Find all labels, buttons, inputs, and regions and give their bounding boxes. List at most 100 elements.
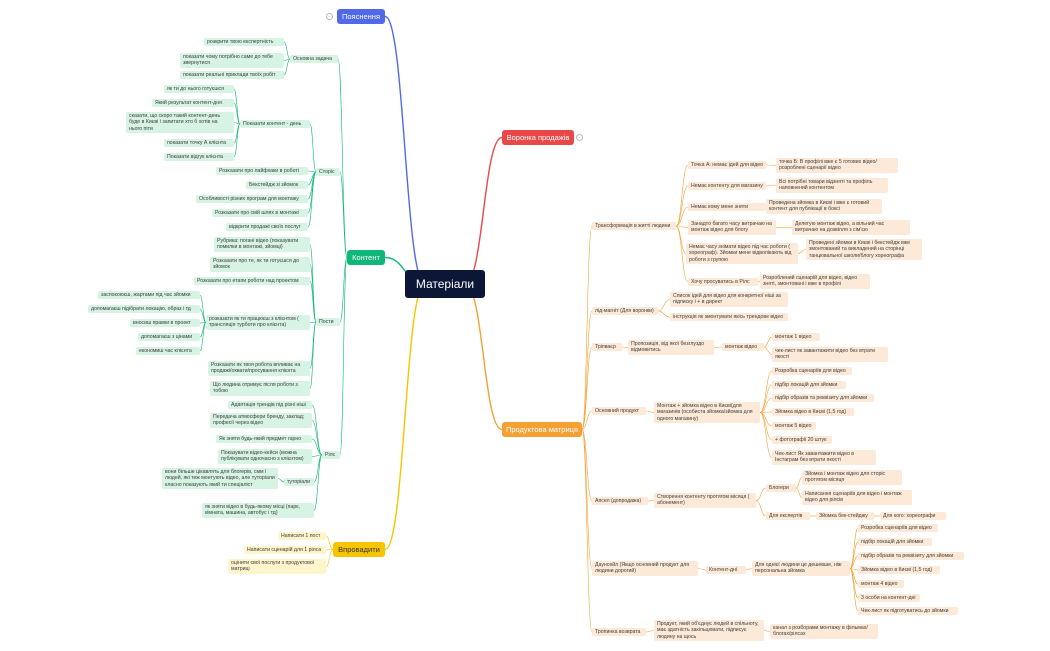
node-pokazaty-den[interactable]: Показати контент - день bbox=[240, 120, 310, 129]
node-lid-2[interactable]: інструкція як змонтувати якісь трендове … bbox=[670, 313, 788, 322]
node-osn-5[interactable]: монтаж 5 відео bbox=[772, 422, 816, 431]
node-osn-4[interactable]: Зйомка відео в Києві (1,5 год) bbox=[772, 408, 854, 417]
node-t5b[interactable]: Проведені зйомки в Києві і бекстейдж вже… bbox=[806, 239, 922, 261]
node-t6a[interactable]: Хочу просуватись в Рілс bbox=[688, 278, 758, 287]
node-stories-5[interactable]: відкрити продажі своїх послуг bbox=[226, 223, 308, 232]
node-rils-5[interactable]: як зняти відео в будь-якому місці (парк,… bbox=[202, 503, 314, 518]
node-daun-1[interactable]: Розробка сценаріїв для відео bbox=[858, 524, 938, 533]
node-den-5[interactable]: Показати відгук клієнта bbox=[164, 153, 234, 162]
node-blogery[interactable]: Блогери bbox=[766, 484, 796, 493]
node-osn-2[interactable]: підбір локацій для зйомки bbox=[772, 381, 846, 390]
central-topic[interactable]: Матеріали bbox=[405, 270, 485, 298]
node-stories[interactable]: Сторіс bbox=[316, 168, 340, 177]
node-osn-3[interactable]: підбір образів та реквізиту для зйомки bbox=[772, 394, 874, 403]
node-t4b[interactable]: Делегую монтаж відео, а вільний час витр… bbox=[792, 220, 910, 235]
node-vpr-3[interactable]: оцінити свої послуги з продуктової матри… bbox=[228, 559, 326, 574]
node-tripwire[interactable]: Тріпваєр bbox=[592, 343, 622, 352]
node-den-4[interactable]: показати точку А клієнта bbox=[164, 139, 234, 148]
node-client-5[interactable]: економиш час клієнта bbox=[136, 347, 200, 356]
node-rils-4[interactable]: Показувати відео-кейси (можна публікуват… bbox=[218, 449, 312, 464]
node-t6b[interactable]: Розроблений сценарій для відео, відео зн… bbox=[760, 274, 870, 289]
node-posty-4[interactable]: Розказати як твоя робота впливає на прод… bbox=[208, 361, 310, 376]
node-vpr-1[interactable]: Написати 1 пост bbox=[278, 532, 326, 541]
node-osnovna-1[interactable]: розкрити твою експертність bbox=[204, 38, 284, 47]
node-daun-4[interactable]: Зйомка відео в Києві (1,5 год) bbox=[858, 566, 940, 575]
node-tutorials-1[interactable]: вони більше цікавлять для блогерів, смм … bbox=[162, 468, 278, 490]
node-trop-end[interactable]: канал з розборами монтажу в фільмах/ бло… bbox=[770, 624, 878, 639]
node-tutorials[interactable]: туторіали bbox=[284, 478, 314, 487]
node-transformatsiya[interactable]: Трансформація в житті людини bbox=[592, 222, 676, 231]
node-t2a[interactable]: Немає контенту для магазину bbox=[688, 182, 766, 191]
branch-matrytsya[interactable]: Продуктова матриця bbox=[502, 422, 582, 437]
node-osn-7[interactable]: Чек-лист Як завантажити відео в Інстагра… bbox=[772, 450, 876, 465]
node-stories-1[interactable]: Розказати про лайфхаки в роботі bbox=[216, 167, 308, 176]
node-osnovna-3[interactable]: показати реальні приклади твоїх робіт bbox=[180, 71, 284, 80]
node-daun-7[interactable]: Чек-лист як підготуватись до зйомки bbox=[858, 607, 958, 616]
node-eksp-mid[interactable]: Зйомка бек-стейджу bbox=[816, 512, 874, 521]
node-blog-1[interactable]: Зйомка і монтаж відео для сторіс протяго… bbox=[802, 470, 902, 485]
node-trip-1[interactable]: монтаж 1 відео bbox=[772, 333, 820, 342]
node-osn-1[interactable]: Розробка сценаріїв для відео bbox=[772, 367, 852, 376]
node-den-3[interactable]: сказати, що скоро такий контент-день буд… bbox=[126, 112, 234, 134]
node-posty-3[interactable]: Розказати про етапи роботи над проектом bbox=[194, 277, 310, 286]
branch-voronka[interactable]: Воронка продажів bbox=[502, 130, 574, 145]
node-trip-2[interactable]: чек-лист як завантажити відео без втрати… bbox=[772, 347, 888, 362]
node-t2b[interactable]: Всі потрібні товари відзняті та профіль … bbox=[776, 178, 888, 193]
node-trip-mid[interactable]: монтаж відео bbox=[722, 343, 764, 352]
connector-line bbox=[763, 346, 773, 355]
node-daun-3[interactable]: підбір образів та реквізиту для зйомки bbox=[858, 552, 964, 561]
node-posty-2[interactable]: Розказати про те, як ти готуєшся до зйом… bbox=[210, 257, 310, 272]
node-osnovna-2[interactable]: показати чому потрібно саме до тебе звер… bbox=[180, 53, 284, 68]
node-t1a[interactable]: Точка А: немає ідей для відео bbox=[688, 161, 766, 170]
node-eksp-end[interactable]: Для кого: хореографи bbox=[880, 512, 946, 521]
branch-poyasnennya[interactable]: Пояснення bbox=[337, 9, 385, 24]
node-apsel[interactable]: Апсел (допродажа) bbox=[592, 497, 648, 506]
collapse-toggle-icon[interactable]: − bbox=[576, 134, 583, 141]
node-client-1[interactable]: заспокоюєш, жартами під час зйомки bbox=[98, 291, 200, 300]
node-posty-client[interactable]: розказати як ти працюєш з клієнтом ( тра… bbox=[206, 315, 310, 330]
node-stories-3[interactable]: Особливості різних програм для монтажу bbox=[196, 195, 308, 204]
node-daunsel[interactable]: Даунсейл (Якщо основний продукт для люди… bbox=[592, 561, 698, 576]
node-trop[interactable]: Тропинка возврата bbox=[592, 628, 646, 637]
node-trop-desc[interactable]: Продукт, який об'єднує людей в спільноту… bbox=[654, 620, 764, 642]
node-posty[interactable]: Пости bbox=[316, 318, 340, 327]
node-posty-1[interactable]: Рубрика: погані відео (показувати помилк… bbox=[214, 237, 310, 252]
node-osn-desc[interactable]: Монтаж + зйомка відео в Києві(для магази… bbox=[654, 402, 760, 424]
node-daun-5[interactable]: монтаж 4 відео bbox=[858, 580, 904, 589]
node-osnovna[interactable]: Основна задача bbox=[290, 55, 338, 64]
node-t1b[interactable]: точка Б: В профілі вже є 5 готових відео… bbox=[776, 158, 898, 173]
node-osn-6[interactable]: + фотографії 20 штук bbox=[772, 436, 832, 445]
node-posty-5[interactable]: Що людина отримує після роботи з тобою bbox=[210, 381, 310, 396]
node-rils-3[interactable]: Як зняти будь-який предмет гарно bbox=[216, 435, 312, 444]
collapse-toggle-icon[interactable]: − bbox=[326, 13, 333, 20]
node-apsel-desc[interactable]: Створення контенту протягом місяця ( або… bbox=[654, 493, 756, 508]
node-trip-desc[interactable]: Пропозиція, від якої безглуздо відмовити… bbox=[628, 340, 714, 355]
connector-line bbox=[657, 299, 671, 312]
node-client-3[interactable]: вносиш правки в проект bbox=[130, 319, 200, 328]
node-daun-desc[interactable]: Для однієї людини це дешевше, ніж персон… bbox=[752, 561, 850, 576]
node-t4a[interactable]: Занадто багато часу витрачаю на монтаж в… bbox=[688, 220, 776, 235]
node-lidmagnit[interactable]: лід-магніт (Для воронки) bbox=[592, 307, 658, 316]
branch-vprovadyty[interactable]: Впровадити bbox=[333, 542, 385, 557]
node-t3a[interactable]: Немає кому мене зняти bbox=[688, 203, 766, 212]
node-den-1[interactable]: як ти до нього готуєшся bbox=[164, 85, 234, 94]
node-daun-mid[interactable]: Контент-дні bbox=[706, 566, 746, 575]
node-rils-2[interactable]: Передача атмосфери бренду, заклад; профе… bbox=[210, 413, 312, 428]
branch-kontent[interactable]: Контент bbox=[347, 250, 385, 265]
node-t5a[interactable]: Немає часу знімати відео під час роботи … bbox=[686, 243, 798, 265]
node-ekspertiv[interactable]: Для експертів bbox=[766, 512, 810, 521]
node-rils[interactable]: Рілс bbox=[322, 451, 340, 460]
node-osnovnyi[interactable]: Основний продукт bbox=[592, 407, 646, 416]
node-daun-2[interactable]: підбір локацій для зйомки bbox=[858, 538, 932, 547]
node-vpr-2[interactable]: Написати сценарій для 1 рілса bbox=[244, 546, 326, 555]
node-client-4[interactable]: допомагаєш з цінами bbox=[138, 333, 200, 342]
node-stories-2[interactable]: Бекстейдж зі зйомок bbox=[246, 181, 308, 190]
node-client-2[interactable]: допомагаєш підібрати локацію, образ і тд bbox=[88, 305, 200, 314]
node-blog-2[interactable]: Написання сценаріїв для відео і монтаж в… bbox=[802, 490, 912, 505]
node-t3b[interactable]: Проведена зйомка в Києві і вже є готовий… bbox=[766, 199, 882, 214]
node-daun-6[interactable]: 3 особи на контент-дні bbox=[858, 594, 920, 603]
node-lid-1[interactable]: Список ідей для відео для конкретної ніш… bbox=[670, 292, 788, 307]
node-den-2[interactable]: Який результат контент-дня bbox=[152, 99, 234, 108]
node-rils-1[interactable]: Адаптація трендів під різні ніші bbox=[228, 401, 312, 410]
node-stories-4[interactable]: Розказати про свій шлях в монтажі bbox=[212, 209, 308, 218]
